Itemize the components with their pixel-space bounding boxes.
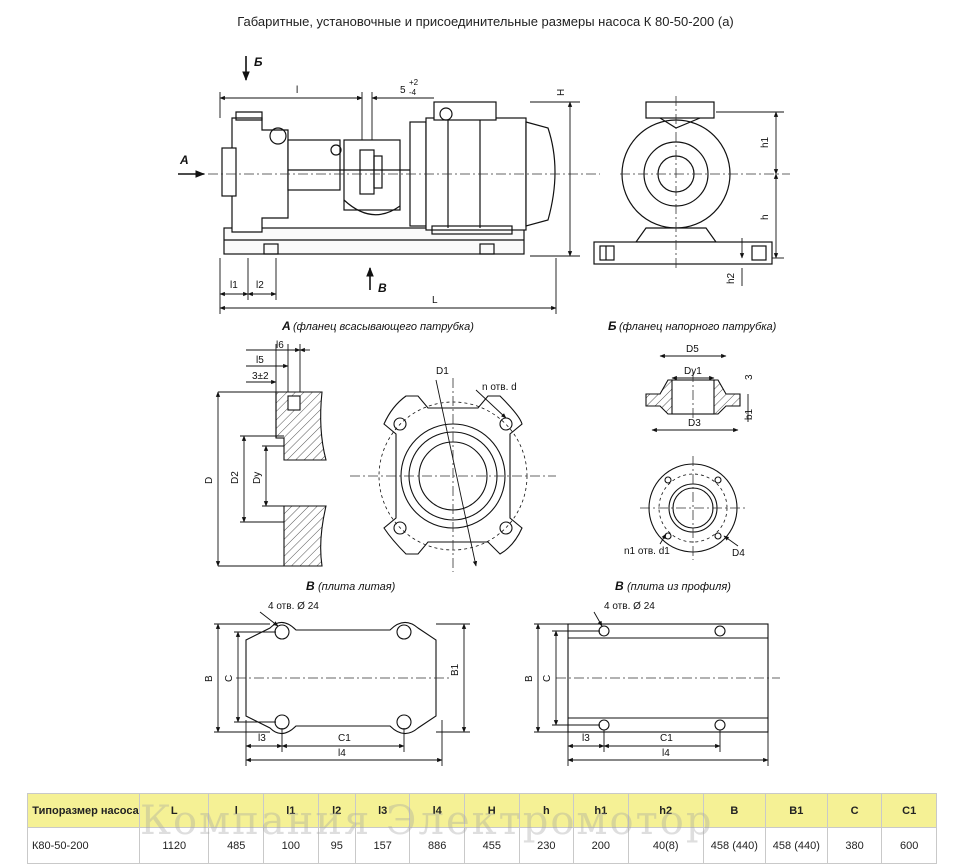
cell-l: 485 xyxy=(208,827,265,864)
flange-a-section xyxy=(275,391,327,567)
profile-dim-l3: l3 xyxy=(582,733,590,744)
arrow-b-label: Б xyxy=(254,55,263,69)
cast-dim-C: C xyxy=(224,675,235,682)
dim-h2: h2 xyxy=(726,272,737,284)
profile-dim-B: B xyxy=(524,675,535,682)
pump-front-view xyxy=(593,101,773,265)
cell-L: 1120 xyxy=(138,827,210,864)
cell-B: 458 (440) xyxy=(702,827,766,864)
header-l2: l2 xyxy=(317,793,356,828)
view-a-letter: А xyxy=(281,319,291,333)
cell-l1: 100 xyxy=(263,827,319,864)
cell-h: 230 xyxy=(518,827,575,864)
dim-3: 3 xyxy=(744,374,755,380)
dim-D4: D4 xyxy=(732,548,745,559)
dim-Dy1: Dy1 xyxy=(684,366,702,377)
header-l4: l4 xyxy=(409,793,465,828)
view-v1-letter: В xyxy=(306,579,315,593)
header-h1: h1 xyxy=(573,793,629,828)
dimensions-table-wrap: Типоразмер насоса L l l1 l2 l3 l4 H h h1… xyxy=(27,793,937,864)
view-b-caption: (фланец напорного патрубка) xyxy=(619,321,777,333)
cast-dim-l3: l3 xyxy=(258,733,266,744)
dim-D: D xyxy=(204,477,215,484)
cell-l4: 886 xyxy=(409,827,465,864)
cast-dim-C1: C1 xyxy=(338,733,351,744)
header-C: C xyxy=(826,793,883,828)
dim-D3: D3 xyxy=(688,418,701,429)
pump-side-view xyxy=(221,101,556,255)
dimensions-table: Типоразмер насоса L l l1 l2 l3 l4 H h h1… xyxy=(27,793,937,864)
page-title: Габаритные, установочные и присоединител… xyxy=(237,14,734,29)
profile-holes-label: 4 отв. Ø 24 xyxy=(604,601,655,612)
header-h: h xyxy=(518,793,575,828)
profile-dim-C: C xyxy=(542,675,553,682)
dim-n1-otv-d1: n1 отв. d1 xyxy=(624,546,670,557)
cell-type: К80-50-200 xyxy=(27,827,140,864)
dim-D2: D2 xyxy=(230,471,241,484)
cell-C1: 600 xyxy=(881,827,937,864)
technical-drawing: А Б В l 5 +2 -4 H l1 l2 L xyxy=(178,55,790,766)
dim-l2: l2 xyxy=(256,280,264,291)
dim-H: H xyxy=(556,89,567,96)
dim-h: h xyxy=(760,214,771,220)
header-l3: l3 xyxy=(354,793,411,828)
dim-h1: h1 xyxy=(760,136,771,148)
header-L: L xyxy=(138,793,210,828)
dim-l1: l1 xyxy=(230,280,238,291)
dim-L: L xyxy=(432,295,438,306)
dim-gap-sub: -4 xyxy=(409,88,417,97)
view-a-caption: (фланец всасывающего патрубка) xyxy=(293,321,474,333)
cell-l2: 95 xyxy=(317,827,356,864)
cell-h1: 200 xyxy=(573,827,629,864)
view-v1-caption: (плита литая) xyxy=(318,581,396,593)
cast-dim-l4: l4 xyxy=(338,748,346,759)
dim-D5: D5 xyxy=(686,344,699,355)
profile-dim-C1: C1 xyxy=(660,733,673,744)
cell-h2: 40(8) xyxy=(627,827,704,864)
cell-H: 455 xyxy=(463,827,520,864)
header-H: H xyxy=(463,793,520,828)
dim-l: l xyxy=(296,85,298,96)
profile-dim-l4: l4 xyxy=(662,748,670,759)
header-type: Типоразмер насоса xyxy=(27,793,140,828)
header-l1: l1 xyxy=(263,793,319,828)
view-v2-caption: (плита из профиля) xyxy=(627,581,731,593)
arrow-v-label: В xyxy=(378,281,387,295)
header-l: l xyxy=(208,793,265,828)
dim-l5: l5 xyxy=(256,355,264,366)
view-b-letter: Б xyxy=(608,319,617,333)
dim-3pm2: 3±2 xyxy=(252,371,269,382)
table-row: К80-50-200 1120 485 100 95 157 886 455 2… xyxy=(27,827,937,864)
table-header-row: Типоразмер насоса L l l1 l2 l3 l4 H h h1… xyxy=(27,793,937,828)
dim-D1: D1 xyxy=(436,366,449,377)
cast-dim-B1: B1 xyxy=(450,663,461,676)
cast-dim-B: B xyxy=(204,675,215,682)
header-h2: h2 xyxy=(627,793,704,828)
dim-Dy: Dy xyxy=(252,472,263,484)
header-B: B xyxy=(702,793,766,828)
arrow-a-label: А xyxy=(179,153,189,167)
cell-l3: 157 xyxy=(354,827,411,864)
dim-l6: l6 xyxy=(276,340,284,351)
dim-gap-sup: +2 xyxy=(409,78,419,87)
header-B1: B1 xyxy=(764,793,828,828)
dim-b1: b1 xyxy=(744,408,755,420)
view-v2-letter: В xyxy=(615,579,624,593)
dim-n-otv-d: n отв. d xyxy=(482,382,517,393)
cell-B1: 458 (440) xyxy=(764,827,828,864)
dim-gap: 5 xyxy=(400,85,406,96)
cell-C: 380 xyxy=(826,827,883,864)
header-C1: C1 xyxy=(881,793,937,828)
cast-holes-label: 4 отв. Ø 24 xyxy=(268,601,319,612)
